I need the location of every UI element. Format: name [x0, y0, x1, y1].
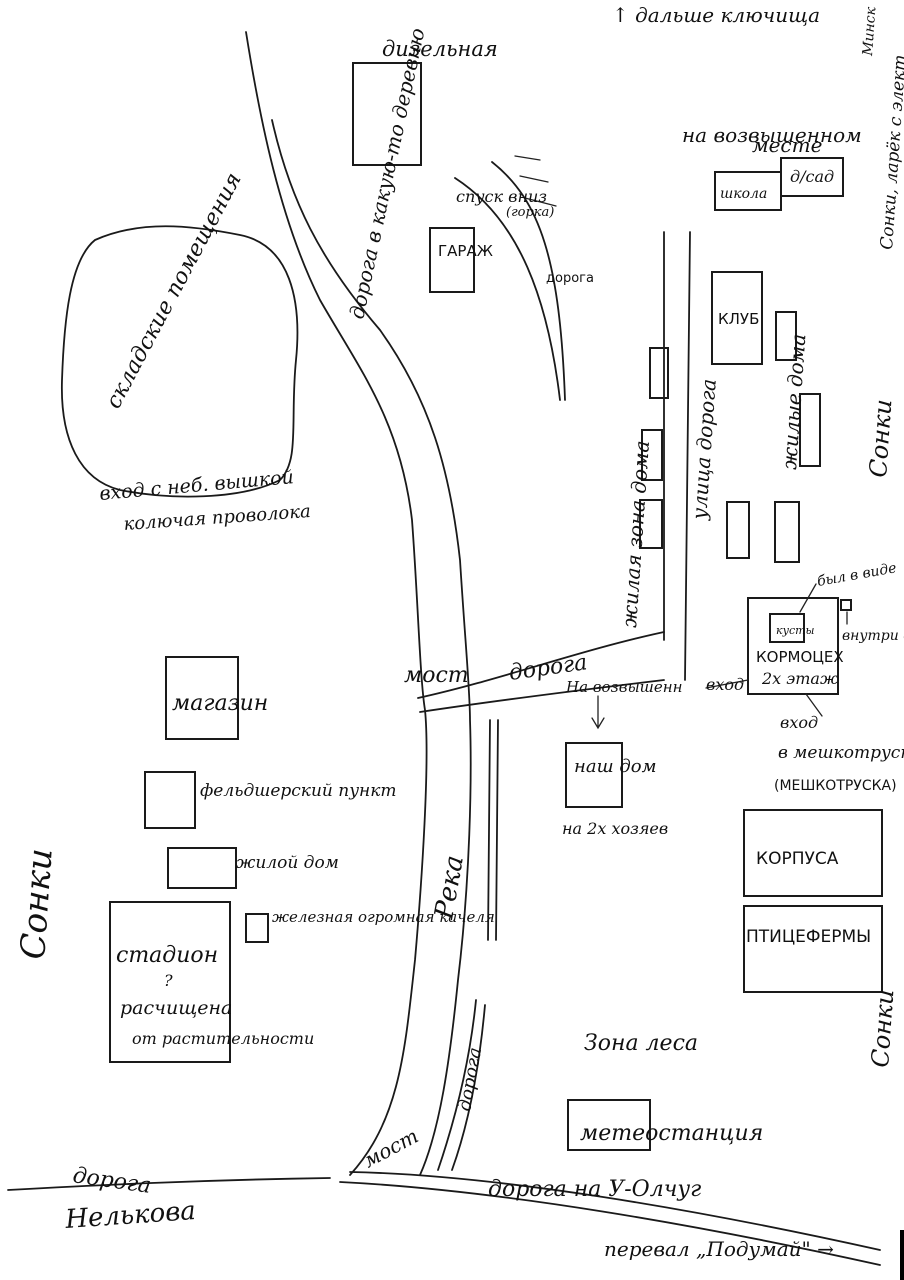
road-upper-right: [454, 177, 561, 401]
on-hill-label: на возвышенном: [682, 123, 862, 147]
road-vertical-2: [451, 1004, 486, 1171]
road-vertical-label: дорога: [454, 1046, 486, 1113]
feldsher-building: [144, 771, 196, 829]
cleared-label: расчищена: [120, 997, 232, 1019]
club-building: [711, 271, 763, 365]
weather-station-label: метеостанция: [580, 1121, 763, 1146]
pass-label: перевал „Подумай" →: [604, 1237, 834, 1261]
shop-label: магазин: [172, 691, 268, 716]
road-vertical-1: [437, 999, 477, 1171]
sonki-right-label: Сонки: [864, 398, 897, 478]
road-mid-2: [419, 679, 665, 713]
river-right-bank: [271, 119, 472, 1176]
road-to-somewhere-label: дорога в какую-то деревню: [344, 26, 429, 321]
our-house-label: наш дом: [574, 756, 657, 777]
road-upper-left: [491, 161, 566, 401]
inner-yard-label: внутри двор: [842, 628, 904, 644]
iron-swing-label: железная огромная качеля: [272, 908, 495, 926]
warehouse-label: складские помещения: [101, 169, 247, 413]
bushes-box: [769, 613, 805, 643]
warehouse-entry-label: вход с неб. вышкой: [99, 466, 295, 505]
bag-making-2-label: (МЕШКОТРУСКА): [774, 778, 897, 794]
house-box-7: [774, 501, 800, 563]
sonki-left-label: Сонки: [13, 847, 61, 961]
entry-line: [705, 679, 749, 689]
bridge-bottom-label: мост: [359, 1124, 422, 1173]
stadium-label: стадион: [116, 943, 218, 968]
poultry-label: ПТИЦЕФЕРМЫ: [746, 927, 871, 947]
diesel-label: дизельная: [382, 37, 498, 61]
minsk-note-label: Минск: [860, 6, 879, 57]
street-road-label: улица дорога: [687, 378, 721, 521]
house-box-1: [649, 347, 669, 399]
residential-house-label: жилой дом: [236, 853, 339, 873]
house-box-2: [641, 429, 663, 481]
house-box-4: [775, 311, 797, 361]
road-lower-right: [495, 719, 499, 941]
shop-building: [165, 656, 239, 740]
bag-line: [805, 693, 823, 717]
page-edge-mark: [900, 1230, 904, 1280]
poultry-box: [743, 905, 883, 993]
two-floors-label: 2х этаж: [761, 669, 839, 688]
entry-bag-label: вход: [780, 713, 818, 732]
descent-label: спуск вниз: [456, 187, 547, 206]
bag-making-label: в мешкотруску: [778, 743, 904, 763]
garage-label: ГАРАЖ: [438, 242, 493, 260]
kindergarten-label: д/сад: [790, 167, 834, 186]
road-bottom-1: [349, 1171, 881, 1251]
houses-right-label: жилые дома: [777, 333, 810, 470]
descent-dashes: [514, 155, 557, 207]
feldsher-label: фельдшерский пункт: [200, 781, 397, 801]
buildings-box: [743, 809, 883, 897]
on-rise-label: На возвышенн: [565, 678, 683, 696]
road-lower-left: [487, 719, 491, 941]
nelkova-label: Нелькова: [63, 1196, 196, 1235]
school-label: школа: [720, 186, 767, 202]
road-nelkova-label: дорога: [71, 1163, 152, 1199]
garage-building: [429, 227, 475, 293]
club-label: КЛУБ: [718, 310, 759, 328]
kindergarten-building: [780, 157, 844, 197]
descent-sub-label: (горка): [506, 205, 554, 220]
stadium-q-label: ?: [164, 971, 173, 990]
bridge-label: мост: [404, 663, 469, 688]
two-owners-label: на 2х хозяев: [562, 819, 668, 838]
swing-box: [245, 913, 269, 943]
entry-arrow: [591, 695, 605, 730]
further-key-label: ↑ дальше ключища: [612, 3, 820, 27]
our-house-building: [565, 742, 623, 808]
house-box-6: [726, 501, 750, 559]
bushes-pointer: [799, 583, 817, 613]
road-mid-1: [417, 631, 665, 699]
diesel-building: [352, 62, 422, 166]
road-bottom-2: [339, 1181, 881, 1266]
stadium-building: [109, 901, 231, 1063]
road-to-label: дорога на У-Олчуг: [488, 1177, 701, 1202]
bushes-label: кусты: [776, 624, 815, 637]
on-hill-2-label: месте: [752, 133, 822, 157]
feed-shop-building: [747, 597, 839, 695]
road-upper-label: дорога: [546, 271, 594, 286]
from-growth-label: от растительности: [132, 1029, 314, 1048]
street-line-2: [684, 231, 691, 681]
road-nelkova: [7, 1177, 331, 1191]
sonki-kiosks-label: Сонки, ларёк с элект: [877, 54, 904, 250]
weather-station-building: [567, 1099, 651, 1151]
sonki-bottom-right-label: Сонки: [866, 988, 899, 1068]
feed-shop-label: КОРМОЦЕХ: [756, 648, 844, 666]
yard-marker: [840, 599, 852, 611]
buildings-label: КОРПУСА: [756, 849, 839, 869]
entry-label: вход: [706, 675, 744, 694]
bushes-note-label: был в виде: [816, 560, 898, 590]
residential-zone-label: жилая зона дома: [617, 440, 654, 629]
residential-house-building: [167, 847, 237, 889]
warehouse-area: [61, 225, 299, 498]
house-box-3: [639, 499, 663, 549]
river-left-bank: [245, 31, 428, 1176]
forest-label: Зона леса: [584, 1031, 698, 1056]
house-box-5: [799, 393, 821, 467]
barbed-wire-label: колючая проволока: [123, 501, 312, 535]
